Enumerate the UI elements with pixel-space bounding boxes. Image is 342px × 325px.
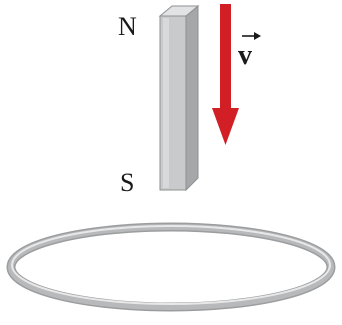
magnet-side-face [185,4,199,192]
conducting-loop [6,222,336,312]
magnet-front-highlight [163,18,169,188]
vector-arrow-icon [242,32,261,40]
velocity-arrow-shaft [220,4,231,112]
velocity-label: v [238,40,252,71]
velocity-arrow [212,4,239,145]
loop-highlight [11,225,331,305]
loop-body [8,224,334,310]
bar-magnet [158,4,200,192]
south-pole-label: S [120,168,135,197]
velocity-arrow-head [212,108,239,145]
north-pole-label: N [118,12,137,41]
